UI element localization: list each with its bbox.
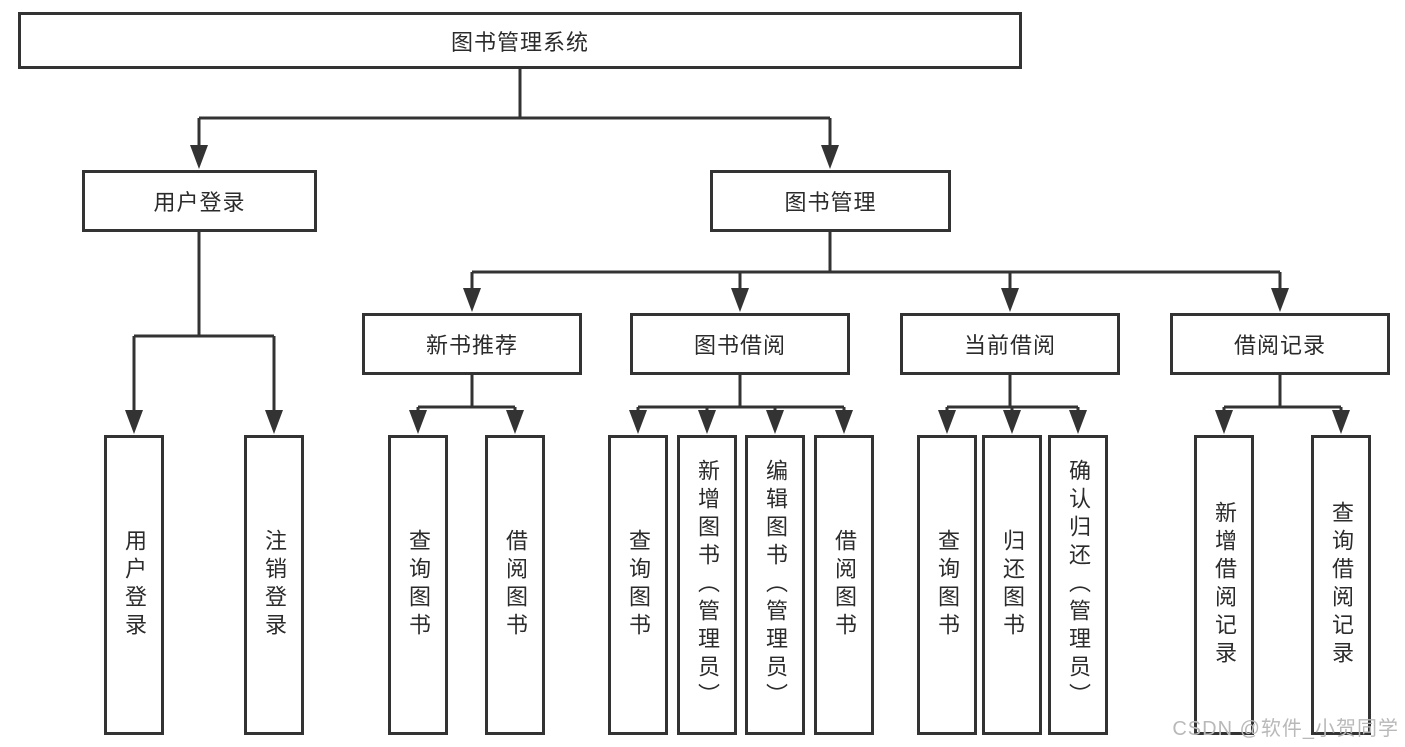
leaf-logout-label: 注销登录 <box>262 529 287 641</box>
leaf-borrow-query-books-label: 查询图书 <box>626 529 651 641</box>
leaf-records-query-record-label: 查询借阅记录 <box>1329 501 1354 669</box>
leaf-records-query-record: 查询借阅记录 <box>1311 435 1371 735</box>
leaf-borrow-borrow-books: 借阅图书 <box>814 435 874 735</box>
node-book-borrow: 图书借阅 <box>630 313 850 375</box>
leaf-current-confirm-return-admin-label: 确认归还（管理员） <box>1066 459 1091 711</box>
leaf-logout: 注销登录 <box>244 435 304 735</box>
node-user-login-label: 用户登录 <box>153 190 246 215</box>
leaf-current-return-books: 归还图书 <box>982 435 1042 735</box>
node-user-login: 用户登录 <box>82 170 317 232</box>
node-book-borrow-label: 图书借阅 <box>693 333 786 358</box>
leaf-records-add-record-label: 新增借阅记录 <box>1212 501 1237 669</box>
leaf-borrow-add-books-admin: 新增图书（管理员） <box>677 435 737 735</box>
leaf-newbook-query-books: 查询图书 <box>388 435 448 735</box>
node-new-book-recommend-label: 新书推荐 <box>425 333 518 358</box>
leaf-newbook-borrow-books: 借阅图书 <box>485 435 545 735</box>
leaf-user-login: 用户登录 <box>104 435 164 735</box>
node-new-book-recommend: 新书推荐 <box>362 313 582 375</box>
leaf-borrow-borrow-books-label: 借阅图书 <box>832 529 857 641</box>
node-book-management: 图书管理 <box>710 170 951 232</box>
node-current-borrow-label: 当前借阅 <box>963 333 1056 358</box>
leaf-records-add-record: 新增借阅记录 <box>1194 435 1254 735</box>
leaf-user-login-label: 用户登录 <box>122 529 147 641</box>
arrowhead-icons <box>125 145 1350 434</box>
leaf-current-return-books-label: 归还图书 <box>1000 529 1025 641</box>
node-borrow-records-label: 借阅记录 <box>1233 333 1326 358</box>
node-book-management-label: 图书管理 <box>784 190 877 215</box>
leaf-newbook-query-books-label: 查询图书 <box>406 529 431 641</box>
leaf-current-confirm-return-admin: 确认归还（管理员） <box>1048 435 1108 735</box>
leaf-current-query-books: 查询图书 <box>917 435 977 735</box>
leaf-borrow-edit-books-admin-label: 编辑图书（管理员） <box>763 459 788 711</box>
leaf-current-query-books-label: 查询图书 <box>935 529 960 641</box>
leaf-borrow-edit-books-admin: 编辑图书（管理员） <box>745 435 805 735</box>
node-borrow-records: 借阅记录 <box>1170 313 1390 375</box>
leaf-borrow-add-books-admin-label: 新增图书（管理员） <box>695 459 720 711</box>
leaf-newbook-borrow-books-label: 借阅图书 <box>503 529 528 641</box>
node-current-borrow: 当前借阅 <box>900 313 1120 375</box>
node-root-system: 图书管理系统 <box>18 12 1022 69</box>
leaf-borrow-query-books: 查询图书 <box>608 435 668 735</box>
node-root-label: 图书管理系统 <box>450 29 589 55</box>
